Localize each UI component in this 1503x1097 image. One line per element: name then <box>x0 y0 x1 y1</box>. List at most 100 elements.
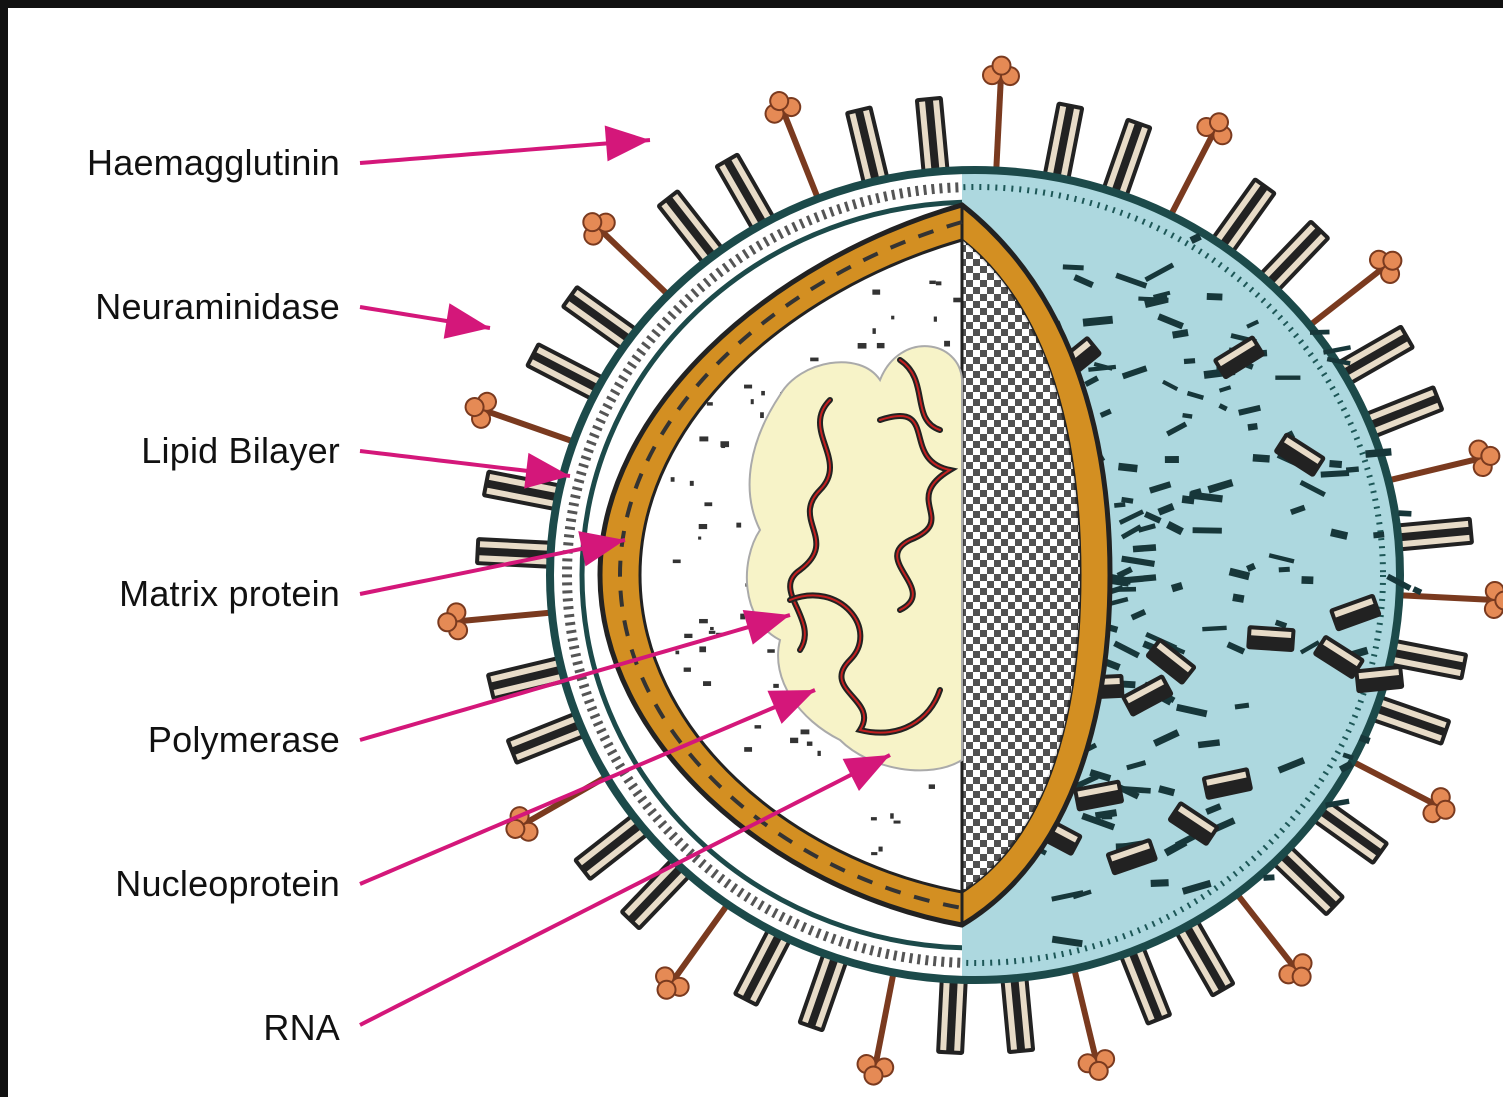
capsule-texture-mark <box>1207 293 1223 300</box>
capsule-texture-mark <box>1193 527 1222 533</box>
interior-speckle <box>871 817 877 820</box>
interior-speckle <box>810 358 818 362</box>
interior-speckle <box>699 436 708 441</box>
label-nucleoprotein: Nucleoprotein <box>115 864 340 904</box>
interior-speckle <box>671 477 675 482</box>
capsule-texture-mark <box>1373 531 1384 538</box>
capsule-texture-mark <box>1275 376 1300 380</box>
interior-speckle <box>704 502 712 506</box>
embedded-neuraminidase <box>1246 625 1296 652</box>
haemagglutinin-stalk <box>1231 886 1296 969</box>
interior-speckle <box>675 651 679 655</box>
haemagglutinin-stalk <box>996 76 1001 181</box>
interior-speckle <box>703 681 711 686</box>
interior-speckle <box>755 725 762 728</box>
haemagglutinin-spike <box>1077 1048 1119 1084</box>
capsule-texture-mark <box>1279 567 1290 573</box>
interior-speckle <box>894 821 901 824</box>
capsule-texture-mark <box>1253 454 1270 463</box>
interior-speckle <box>767 649 774 653</box>
interior-speckle <box>761 391 765 395</box>
interior-speckle <box>929 281 935 284</box>
label-polymerase: Polymerase <box>148 720 340 760</box>
interior-speckle <box>736 523 741 528</box>
haemagglutinin-stalk <box>1166 131 1214 224</box>
neuraminidase-spike <box>915 96 950 178</box>
capsule-texture-mark <box>1329 460 1342 468</box>
interior-speckle <box>936 281 942 285</box>
capsule-texture-mark <box>1184 358 1195 364</box>
interior-speckle <box>744 385 752 389</box>
haemagglutinin-stalk <box>1389 595 1494 600</box>
haemagglutinin-stalk <box>457 612 562 622</box>
interior-speckle <box>699 646 706 652</box>
interior-speckle <box>891 316 894 320</box>
haemagglutinin-stalk <box>484 410 583 445</box>
haemagglutinin-stalk <box>1302 267 1385 332</box>
haemagglutinin-stalk <box>672 896 733 981</box>
haemagglutinin-spike <box>460 387 498 430</box>
label-matrix-protein: Matrix protein <box>119 574 340 614</box>
interior-speckle <box>684 634 692 638</box>
capsule-texture-mark <box>1310 330 1330 335</box>
haemagglutinin-spike <box>1468 436 1503 478</box>
haemagglutinin-spike <box>437 603 468 641</box>
haemagglutinin-stalk <box>783 110 822 208</box>
capsule-texture-mark <box>1263 874 1274 881</box>
interior-speckle <box>872 328 875 334</box>
haemagglutinin-spike <box>647 964 693 1008</box>
haemagglutinin-spike <box>854 1053 895 1087</box>
haemagglutinin-stalk <box>1379 458 1481 483</box>
haemagglutinin-stalk <box>1072 959 1097 1061</box>
label-lipid-bilayer: Lipid Bilayer <box>141 431 340 471</box>
capsule-texture-mark <box>1063 264 1084 270</box>
capsule-texture-mark <box>1116 587 1136 592</box>
capsule-texture-mark <box>1398 510 1411 516</box>
haemagglutinin-stalk <box>600 229 676 302</box>
neuraminidase-spike <box>936 974 968 1055</box>
capsule-texture-mark <box>1346 466 1359 472</box>
label-haemagglutinin: Haemagglutinin <box>87 143 340 183</box>
interior-speckle <box>801 729 810 734</box>
capsule-texture-mark <box>1151 879 1169 887</box>
neuraminidase-spike <box>1000 972 1035 1054</box>
interior-speckle <box>858 343 867 349</box>
interior-speckle <box>709 631 716 634</box>
interior-speckle <box>760 412 764 418</box>
label-neuraminidase: Neuraminidase <box>95 287 340 327</box>
interior-speckle <box>684 668 691 672</box>
interior-speckle <box>877 343 885 348</box>
interior-speckle <box>934 317 937 322</box>
haemagglutinin-spike <box>759 86 803 125</box>
interior-speckle <box>699 524 707 529</box>
interior-speckle <box>807 742 813 746</box>
interior-speckle <box>953 298 961 303</box>
interior-speckle <box>673 560 681 564</box>
interior-speckle <box>710 627 714 630</box>
interior-speckle <box>790 738 798 743</box>
arrow-neuraminidase <box>360 303 490 339</box>
interior-speckle <box>751 399 754 404</box>
interior-speckle <box>871 852 877 855</box>
haemagglutinin-spike <box>1366 241 1410 287</box>
haemagglutinin-spike <box>1420 785 1461 830</box>
interior-speckle <box>698 537 701 540</box>
interior-speckle <box>707 402 713 405</box>
label-rna: RNA <box>263 1008 340 1048</box>
interior-speckle <box>890 813 894 818</box>
interior-speckle <box>773 684 779 688</box>
haemagglutinin-stalk <box>1343 757 1436 805</box>
interior-speckle <box>720 441 729 447</box>
interior-speckle <box>872 290 880 295</box>
interior-speckle <box>817 751 820 756</box>
interior-speckle <box>944 341 950 347</box>
embedded-neuraminidase <box>1354 665 1404 694</box>
arrow-haemagglutinin <box>360 126 650 163</box>
arrow-lipid-bilayer <box>360 451 570 489</box>
haemagglutinin-spike <box>1194 106 1239 147</box>
interior-speckle <box>690 481 694 486</box>
haemagglutinin-stalk <box>875 963 895 1066</box>
haemagglutinin-spike <box>1276 951 1322 995</box>
capsule-texture-mark <box>1165 456 1179 463</box>
